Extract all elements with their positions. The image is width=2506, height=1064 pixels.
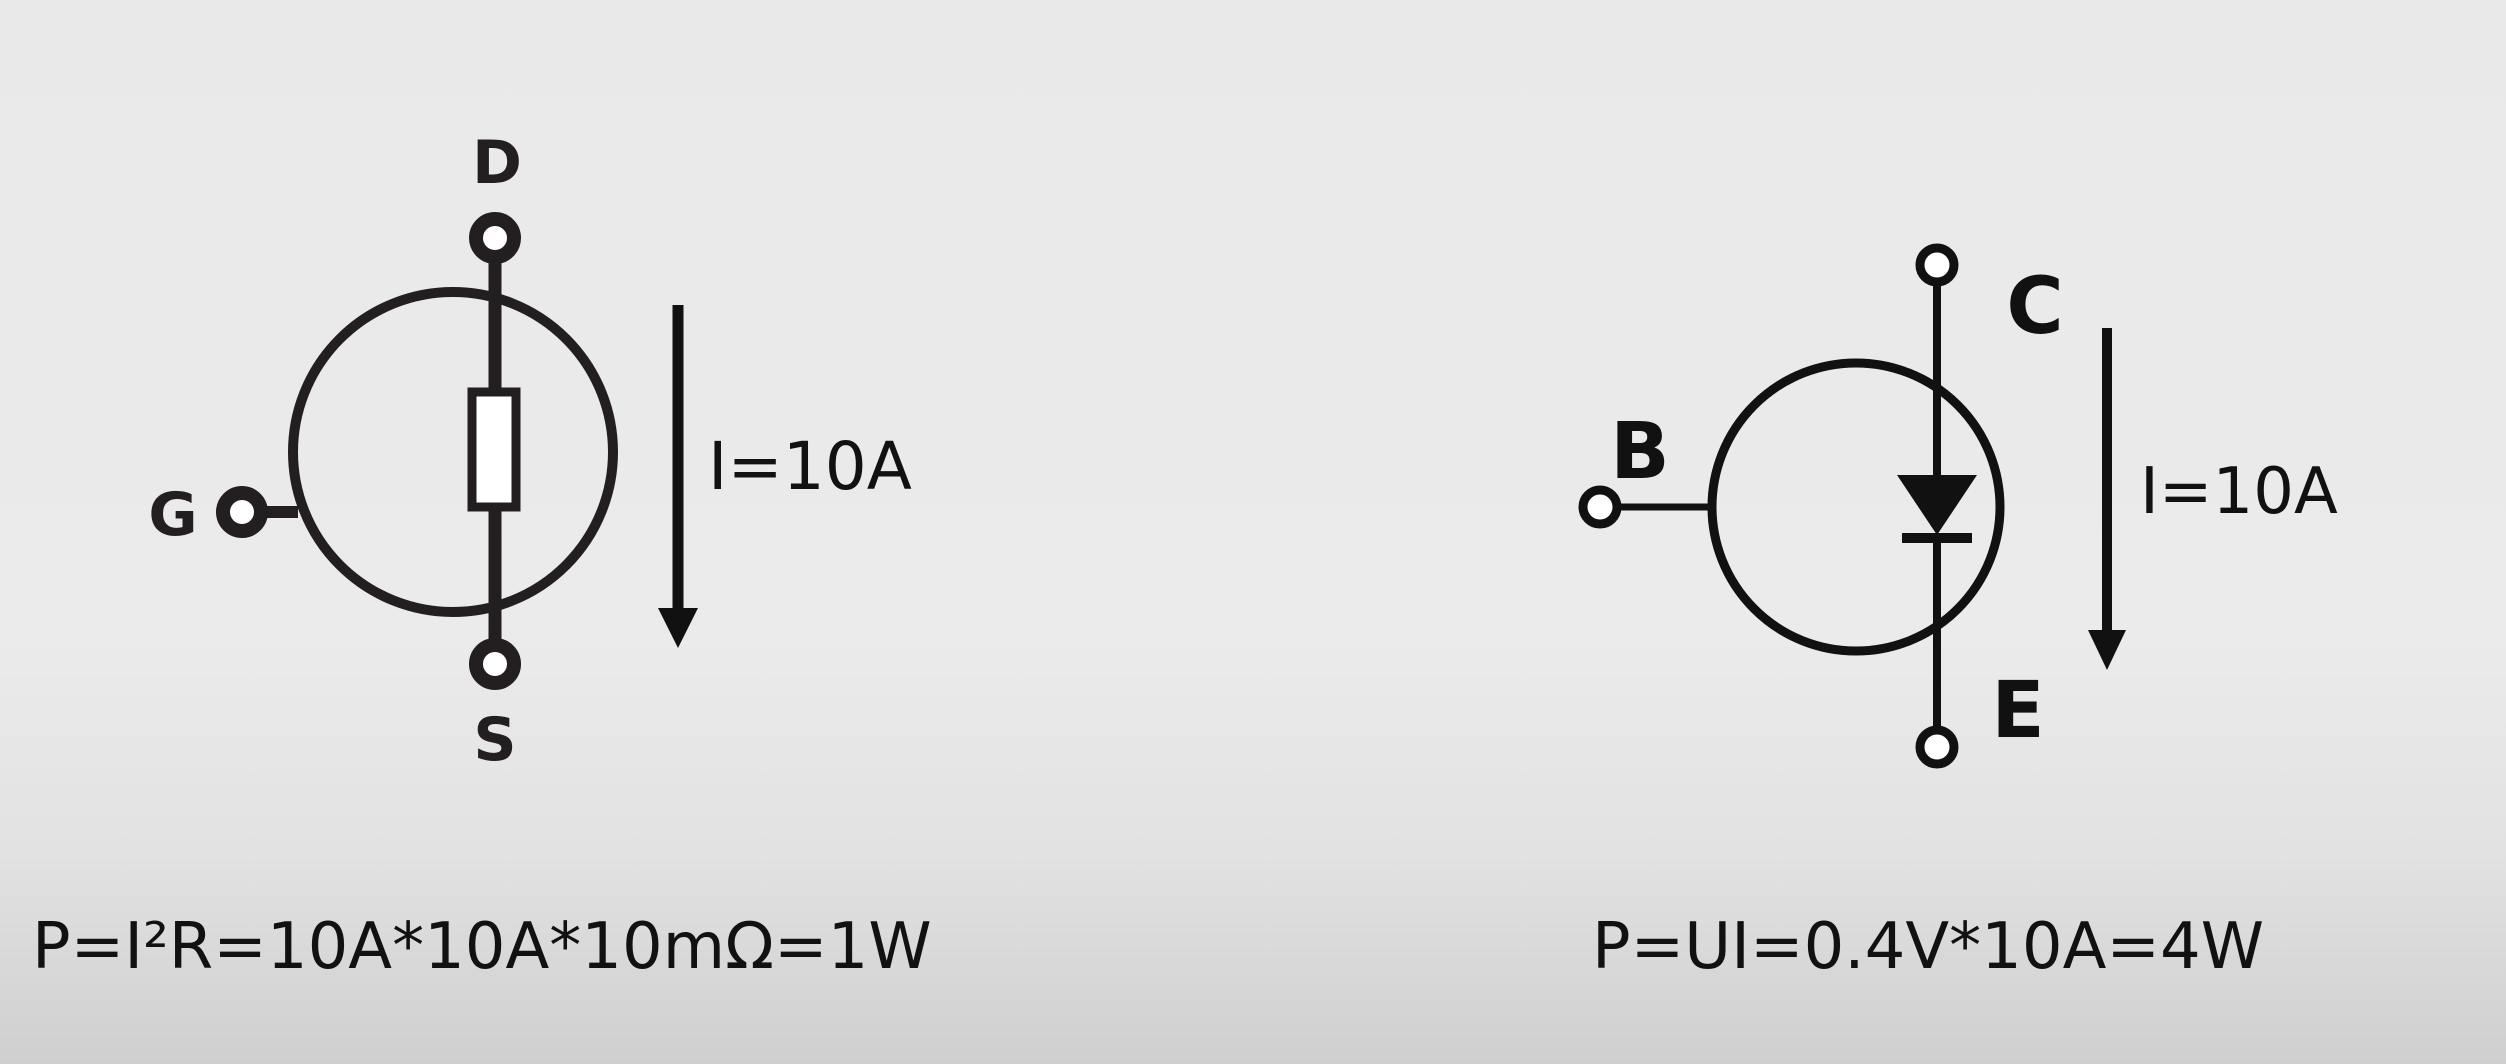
igbt-diode-icon — [1897, 475, 1977, 543]
mosfet-source-terminal — [469, 638, 521, 690]
igbt-emitter-label: E — [1991, 666, 2044, 756]
mosfet-gate-label: G — [148, 480, 197, 550]
mosfet-gate-terminal — [216, 486, 268, 538]
mosfet-power-formula: P=I²R=10A*10A*10mΩ=1W — [32, 910, 932, 984]
igbt-current-arrow — [2088, 328, 2126, 670]
igbt-symbol: C E B I=10A — [1578, 243, 2338, 769]
igbt-power-formula: P=UI=0.4V*10A=4W — [1592, 910, 2264, 984]
igbt-base-terminal — [1578, 485, 1622, 529]
mosfet-source-label: S — [473, 705, 516, 775]
mosfet-body-circle — [288, 287, 618, 617]
igbt-emitter-terminal — [1915, 725, 1959, 769]
mosfet-drain-terminal — [469, 212, 521, 264]
igbt-collector-terminal — [1915, 243, 1959, 287]
mosfet-drain-label: D — [472, 128, 522, 198]
igbt-collector-label: C — [2006, 262, 2063, 352]
mosfet-current-arrow — [658, 305, 698, 648]
igbt-body-circle — [1707, 358, 2005, 656]
igbt-current-label: I=10A — [2140, 455, 2338, 529]
mosfet-resistor — [467, 387, 521, 512]
mosfet-current-label: I=10A — [708, 428, 912, 505]
mosfet-symbol: D S G I=10A — [148, 128, 912, 775]
igbt-base-label: B — [1610, 407, 1669, 497]
